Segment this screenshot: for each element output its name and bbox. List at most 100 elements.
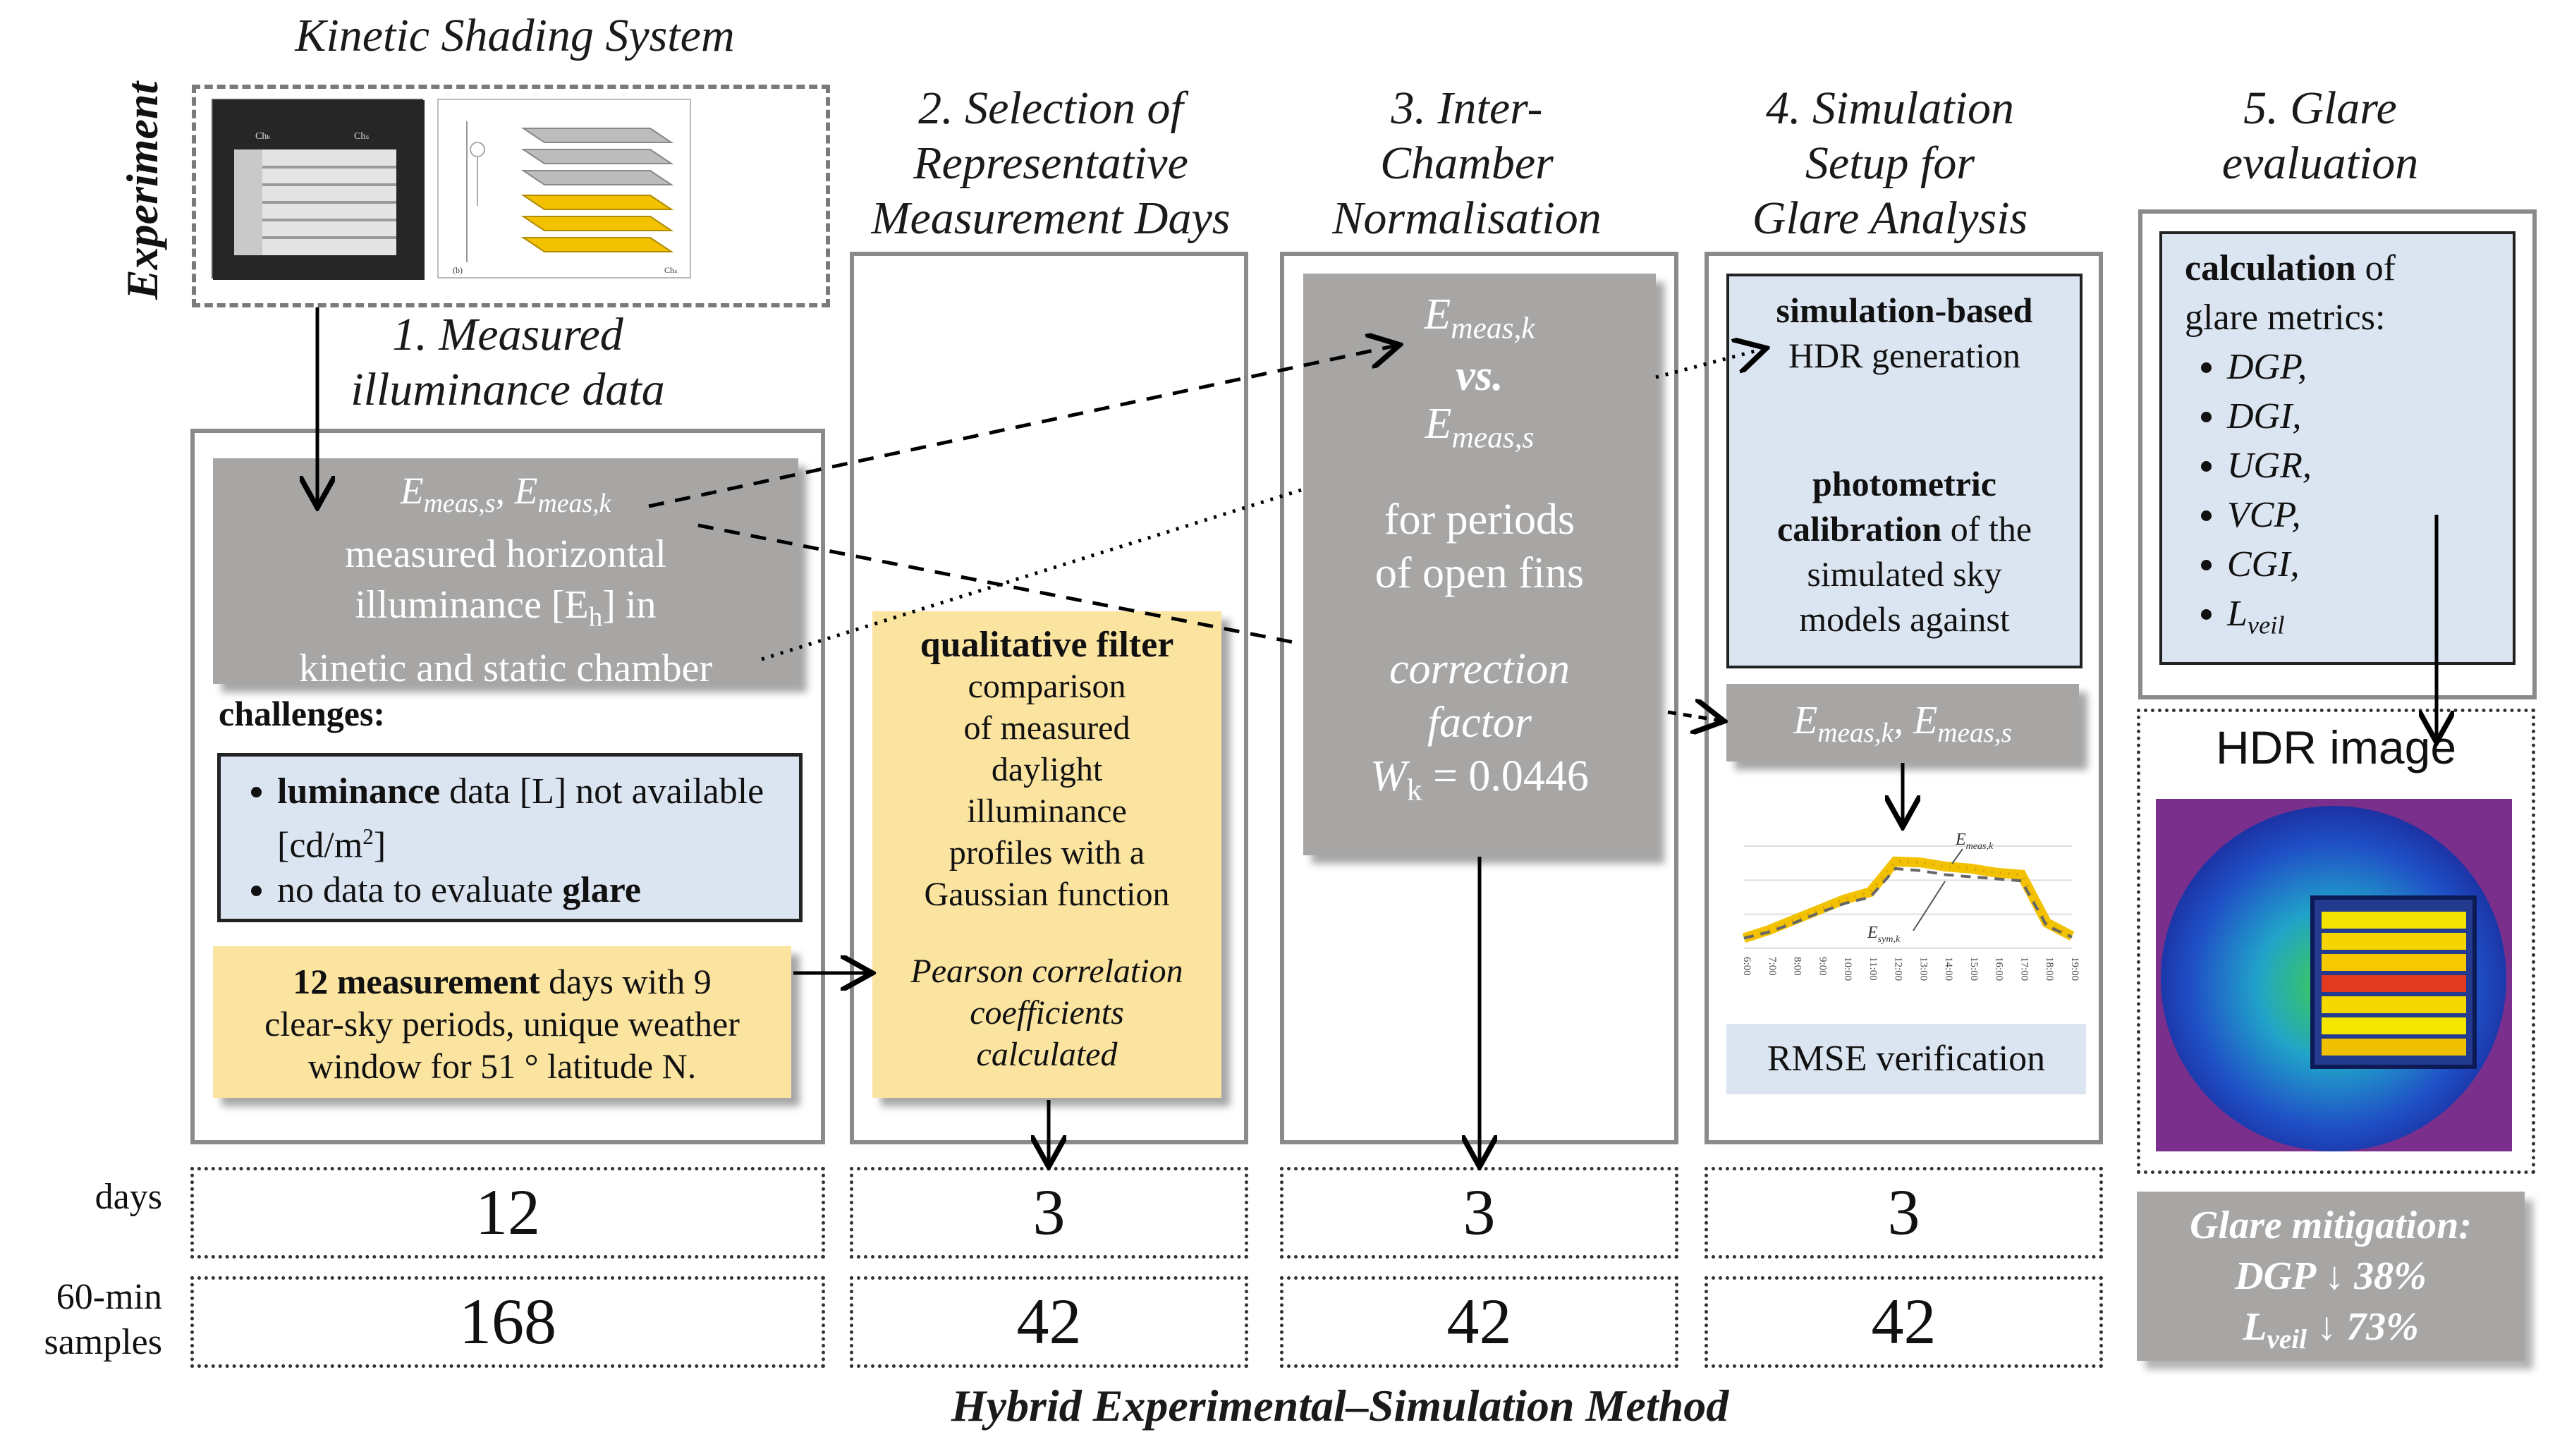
- samples-row-label: 60-min samples: [14, 1275, 162, 1365]
- shading-photo-graphic: Chₖ Chₛ: [213, 100, 425, 280]
- filter-line: comparison: [968, 668, 1126, 705]
- stage4-title-l3: Glare Analysis: [1752, 192, 2028, 244]
- symbol-sub-meas-k: meas,k: [537, 488, 611, 518]
- challenges-list: luminance data [L] not available [cd/m2]…: [221, 769, 799, 913]
- grey-line3: kinetic and static chamber: [298, 646, 713, 690]
- days-cell: 12: [190, 1167, 825, 1259]
- samples-cell: 42: [1280, 1276, 1678, 1368]
- meas-sep: ,: [1894, 699, 1914, 742]
- simulation-box: simulation-based HDR generation photomet…: [1726, 274, 2083, 668]
- normalisation-box: Emeas,k vs. Emeas,s for periods of open …: [1303, 274, 1656, 855]
- filter-line: daylight: [991, 751, 1103, 788]
- filter-line: illuminance: [967, 793, 1127, 830]
- pearson-block: Pearson correlation coefficients calcula…: [872, 950, 1221, 1075]
- chart-tick-label: 11:00: [1867, 957, 1879, 981]
- filter-line: Gaussian function: [924, 876, 1170, 913]
- stage4-title-l2: Setup for: [1805, 137, 1975, 189]
- samples-label-l1: 60-min: [56, 1277, 162, 1317]
- hdr-image-graphic: [2156, 799, 2512, 1151]
- rmse-box: RMSE verification: [1726, 1024, 2086, 1094]
- filter-line: of measured: [963, 709, 1130, 747]
- stage2-title-l3: Measurement Days: [871, 192, 1231, 244]
- challenge1-bold: luminance: [277, 771, 441, 812]
- pearson-line: Pearson correlation: [910, 953, 1183, 990]
- samples-cell: 42: [1705, 1276, 2103, 1368]
- stage4-title-l1: 4. Simulation: [1765, 82, 2014, 134]
- challenge2-bold: glare: [562, 870, 641, 911]
- metric-item: CGI,: [2227, 540, 2513, 589]
- svg-text:Chₖ: Chₖ: [255, 131, 271, 142]
- metric-item: Lveil: [2227, 589, 2513, 649]
- challenge2-pre: no data to evaluate: [277, 870, 563, 911]
- days-cell: 3: [850, 1167, 1248, 1259]
- symbol-sep: ,: [495, 470, 515, 512]
- photo-bold2: calibration: [1776, 509, 1942, 549]
- svg-text:(b): (b): [453, 265, 463, 275]
- stage2-title: 2. Selection of Representative Measureme…: [846, 81, 1255, 246]
- symbol-e-meas-s: E: [400, 470, 424, 512]
- norm-w: W: [1370, 752, 1407, 800]
- glare-metrics-box: calculation of glare metrics: DGP, DGI, …: [2159, 231, 2516, 665]
- chart-tick-label: 16:00: [1994, 957, 2005, 981]
- metric-item: UGR,: [2227, 441, 2513, 491]
- challenge1-rest: data [L] not available [cd/m: [277, 771, 764, 866]
- mitigation-l1: Glare mitigation:: [2190, 1204, 2472, 1247]
- filter-line: profiles with a: [949, 834, 1145, 871]
- challenge-item: luminance data [L] not available [cd/m2]: [277, 769, 799, 868]
- meas-e2: E: [1913, 699, 1938, 742]
- norm-e2-sub: meas,s: [1451, 420, 1535, 455]
- shading-diagram-graphic: (b) Chₛ: [453, 121, 677, 275]
- series-line-sym: [1743, 867, 2073, 940]
- stage3-title-l3: Normalisation: [1332, 192, 1602, 244]
- days-cell: 3: [1280, 1167, 1678, 1259]
- norm-wsub: k: [1406, 773, 1422, 807]
- chart-tick-label: 17:00: [2018, 957, 2030, 981]
- norm-e1-sub: meas,k: [1451, 311, 1535, 345]
- measured-illuminance-box: Emeas,s, Emeas,k measured horizontal ill…: [213, 458, 798, 690]
- norm-e1: Emeas,k: [1303, 288, 1656, 355]
- norm-vs: vs.: [1456, 352, 1504, 400]
- photo-bold1: photometric: [1812, 464, 1997, 503]
- kinetic-shading-title: Kinetic Shading System: [295, 10, 735, 61]
- norm-e1-sym: E: [1424, 290, 1451, 338]
- samples-cell: 168: [190, 1276, 825, 1368]
- hdr-frame: [2137, 709, 2535, 1174]
- challenges-label: challenges:: [219, 694, 386, 733]
- challenge1-sup: 2: [362, 824, 374, 849]
- chart-tick-label: 15:00: [1968, 957, 1980, 981]
- grey-line2a: illuminance [E: [355, 582, 589, 627]
- chart-tick-label: 7:00: [1767, 957, 1778, 976]
- calc-rest: of: [2355, 248, 2396, 288]
- meas-e1: E: [1793, 699, 1818, 742]
- mitigation-l3-sub: veil: [2267, 1324, 2307, 1355]
- symbol-e-meas-k: E: [514, 470, 538, 512]
- stage3-title: 3. Inter- Chamber Normalisation: [1298, 81, 1636, 246]
- metrics-list: DGP, DGI, UGR, VCP, CGI, Lveil: [2185, 343, 2513, 649]
- hdr-image: [2156, 799, 2512, 1151]
- chart-tick-label: 6:00: [1741, 957, 1752, 976]
- calc-bold: calculation: [2185, 248, 2356, 288]
- norm-corr-l2: factor: [1427, 698, 1532, 747]
- norm-e2-sym: E: [1425, 400, 1452, 448]
- illuminance-symbols: Emeas,s, Emeas,k: [213, 465, 798, 529]
- chart-tick-label: 18:00: [2044, 957, 2055, 981]
- grey-line2: illuminance [Eh] in: [213, 580, 798, 643]
- meas-days-rest: days with 9: [539, 962, 712, 1001]
- meas-values-box: Emeas,k, Emeas,s: [1726, 684, 2079, 761]
- chart-tick-label: 9:00: [1817, 957, 1828, 976]
- meas-s1: meas,k: [1817, 718, 1894, 749]
- chart-tick-label: 10:00: [1842, 957, 1853, 981]
- stage2-title-l1: 2. Selection of: [918, 82, 1183, 134]
- shading-photo: Chₖ Chₛ: [212, 99, 425, 280]
- stage4-frame: [1705, 252, 2103, 1144]
- grey-line2b: ] in: [602, 582, 657, 627]
- photo-l4: models against: [1799, 599, 2010, 639]
- qualitative-filter-box: qualitative filter comparison of measure…: [872, 611, 1221, 1098]
- footer-title: Hybrid Experimental–Simulation Method: [951, 1381, 1729, 1431]
- chart-pointer-sym: [1913, 881, 1946, 931]
- meas-days-line1: 12 measurement days with 9: [213, 960, 791, 1003]
- meas-s2: meas,s: [1937, 718, 2012, 749]
- glare-mitigation-box: Glare mitigation: DGP ↓ 38% Lveil ↓ 73%: [2137, 1192, 2525, 1361]
- chart-label-meas: Emeas,k: [1955, 832, 1994, 852]
